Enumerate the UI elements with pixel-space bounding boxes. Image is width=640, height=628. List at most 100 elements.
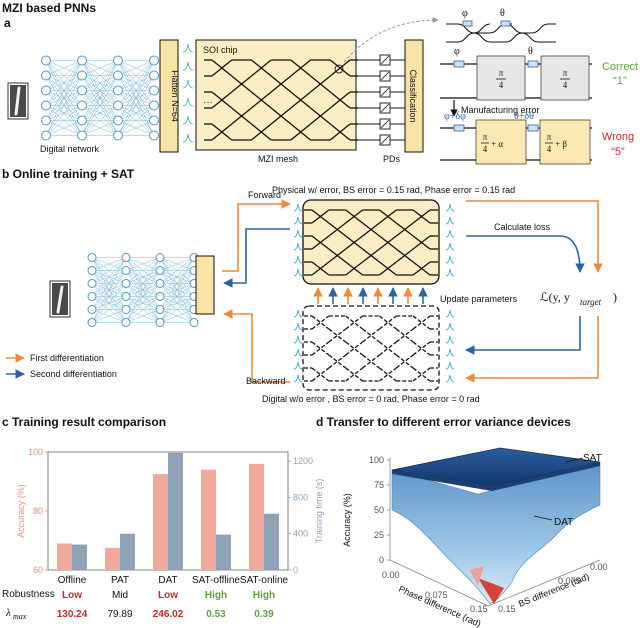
header-title: MZI based PNNs [2,1,96,15]
mzi-cross [211,123,233,141]
pd-diode [380,103,390,113]
nn-edge [117,105,155,136]
time-bar [264,513,279,570]
nn-node [121,253,131,262]
correct-value: “1” [613,75,627,87]
digital-caption: Digital w/o error , BS error = 0 rad, Ph… [262,394,480,404]
input-spike [182,97,194,107]
nn-edge [91,257,127,284]
digital-network-label: Digital network [40,144,100,154]
mzi-cross [251,59,272,77]
y2-tick-label: 0 [293,565,298,575]
zoom-phi: φ [462,8,468,19]
correct-theta: θ [528,46,533,57]
category-label: PAT [111,575,129,586]
y-tick-1: 0.075 [558,576,581,586]
wrong-theta: θ+δθ [514,111,534,122]
nn-edge [81,60,119,106]
output-spike [445,203,455,212]
classification-label: Classification [408,69,418,122]
soi-chip-label: SOI chip [203,45,238,55]
mzi-cross [251,91,272,109]
nn-node [149,130,159,141]
panel-d-title: d Transfer to different error variance d… [316,415,571,429]
zoom-arrow [343,17,439,63]
panel-a-label: a [4,16,11,30]
update-parameter-arrows [313,287,428,304]
digital-chip [302,305,440,391]
nn-node [149,115,159,126]
mzi-cross [362,354,380,369]
nn-edge [91,296,127,323]
input-spikes-a [182,43,194,143]
accuracy-bar [201,469,216,570]
nn-edge [81,120,119,136]
nn-node [113,85,123,96]
accuracy-bar [249,463,264,570]
mzi-cross [412,367,431,382]
mzi-cross [328,328,347,343]
nn-edge [45,120,83,136]
mzi-cross [379,315,397,330]
mzi-correct [440,55,592,101]
mzi-zoom-circle [334,64,344,74]
accuracy-bar [153,474,168,570]
nn-edge [91,257,127,310]
nn-node [189,318,199,327]
mzi-cross [328,354,347,369]
nn-edge [81,90,119,136]
nn-edge [159,257,195,271]
mzi-cross [395,222,414,237]
loss-subscript: target [580,297,602,307]
nn-node [77,115,87,126]
mzi-cross [231,75,252,93]
input-spike [293,322,303,331]
mzi-cross [379,261,397,276]
nn-node [113,70,123,81]
y-axis-label: Accuracy (%) [16,484,26,538]
nn-node [41,130,51,141]
mzi-cross [290,123,311,141]
nn-node [77,100,87,111]
category-label: Offline [58,575,87,586]
input-spike [293,348,303,357]
z-tick-label: 75 [374,480,384,490]
wrong-four-1: 4 [483,144,488,154]
mzi-cross [345,209,363,224]
x-tick-0: 0.00 [382,570,400,580]
nn-node [87,305,97,314]
nn-edge [125,257,161,323]
nn-edge [45,60,83,76]
backward-out-arrow [223,309,290,383]
nn-edge [159,296,195,323]
nn-edge [91,257,127,271]
digit-image-b [49,280,71,318]
lambda-max-value: 79.89 [107,609,132,620]
mzi-cross [412,209,431,224]
mzi-cross [412,235,431,250]
input-spike [293,335,303,344]
mzi-cross [311,341,330,356]
nn-edge [125,270,161,323]
nn-edge [159,270,195,323]
mzi-wrong [440,119,592,165]
nn-node [149,85,159,96]
x-tick-1: 0.075 [425,590,448,600]
mzi-cross [311,315,330,330]
input-spike [293,309,303,318]
dat-red-valley [478,578,504,604]
output-spike [445,374,455,383]
nn-edge [45,90,83,136]
y-tick-label: 60 [33,565,43,575]
time-bar [120,533,135,570]
calc-loss-arrow [559,235,585,273]
accuracy-bar [57,543,72,570]
x-tick-2: 0.15 [470,604,488,614]
digital-mesh [304,315,438,382]
nn-node [149,100,159,111]
mzi-cross [311,261,330,276]
mzi-cross [290,91,311,109]
mzi-cross [345,367,363,382]
